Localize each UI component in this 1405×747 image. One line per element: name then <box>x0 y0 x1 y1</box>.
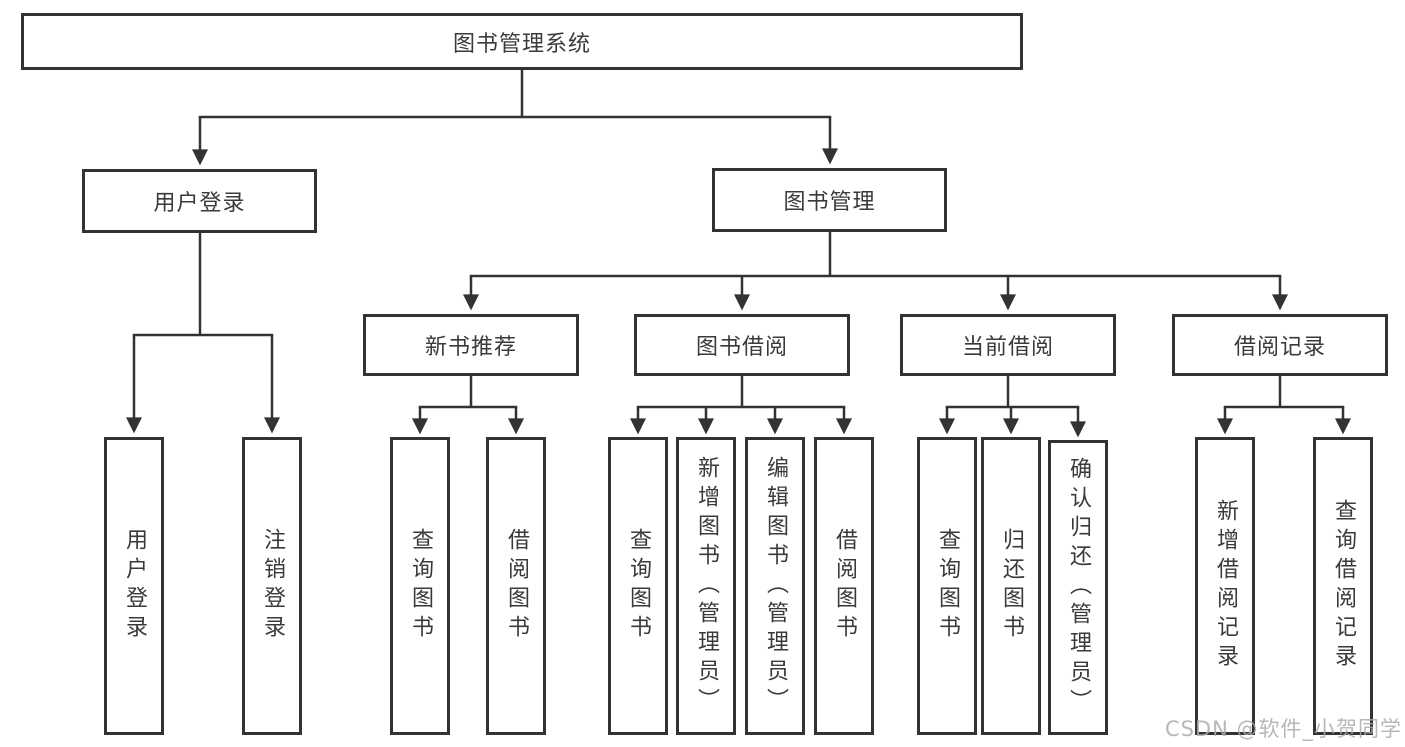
node-query-books-leaf: 查询图书 <box>917 437 977 735</box>
node-label: 新增图书（管理员） <box>694 455 719 717</box>
node-book-borrow: 图书借阅 <box>634 314 850 376</box>
node-label: 用户登录 <box>122 528 147 644</box>
node-add-borrow-record-leaf: 新增借阅记录 <box>1195 437 1255 735</box>
node-label: 查询借阅记录 <box>1331 499 1356 673</box>
node-label: 注销登录 <box>260 528 285 644</box>
node-add-books-admin-leaf: 新增图书（管理员） <box>676 437 736 735</box>
node-borrow-books-leaf: 借阅图书 <box>486 437 546 735</box>
node-library-management-system: 图书管理系统 <box>21 13 1023 70</box>
node-user-login-leaf: 用户登录 <box>104 437 164 735</box>
node-label: 编辑图书（管理员） <box>763 455 788 717</box>
node-label: 借阅图书 <box>832 528 857 644</box>
csdn-watermark: CSDN @软件_小贺同学 <box>1164 717 1402 741</box>
node-label: 确认归还（管理员） <box>1066 457 1091 718</box>
node-label: 借阅记录 <box>1233 335 1326 360</box>
node-book-management-branch: 图书管理 <box>712 168 947 232</box>
node-label: 借阅图书 <box>504 528 529 644</box>
node-query-borrow-record-leaf: 查询借阅记录 <box>1313 437 1373 735</box>
node-label: 用户登录 <box>153 191 246 216</box>
node-query-books-leaf: 查询图书 <box>608 437 668 735</box>
node-borrow-record: 借阅记录 <box>1172 314 1388 376</box>
node-label: 当前借阅 <box>961 335 1054 360</box>
node-label: 图书管理 <box>783 190 876 215</box>
node-logout-leaf: 注销登录 <box>242 437 302 735</box>
node-query-books-leaf: 查询图书 <box>390 437 450 735</box>
node-label: 图书借阅 <box>695 335 788 360</box>
node-user-login-branch: 用户登录 <box>82 169 317 233</box>
node-new-book-recommend: 新书推荐 <box>363 314 579 376</box>
node-label: 新增借阅记录 <box>1213 499 1238 673</box>
node-label: 图书管理系统 <box>452 31 591 57</box>
node-current-borrow: 当前借阅 <box>900 314 1116 376</box>
node-label: 查询图书 <box>626 528 651 644</box>
node-borrow-books-leaf: 借阅图书 <box>814 437 874 735</box>
node-label: 查询图书 <box>935 528 960 644</box>
node-label: 查询图书 <box>408 528 433 644</box>
node-label: 归还图书 <box>999 528 1024 644</box>
node-edit-books-admin-leaf: 编辑图书（管理员） <box>745 437 805 735</box>
node-return-books-leaf: 归还图书 <box>981 437 1041 735</box>
node-confirm-return-admin-leaf: 确认归还（管理员） <box>1048 440 1108 735</box>
node-label: 新书推荐 <box>424 335 517 360</box>
